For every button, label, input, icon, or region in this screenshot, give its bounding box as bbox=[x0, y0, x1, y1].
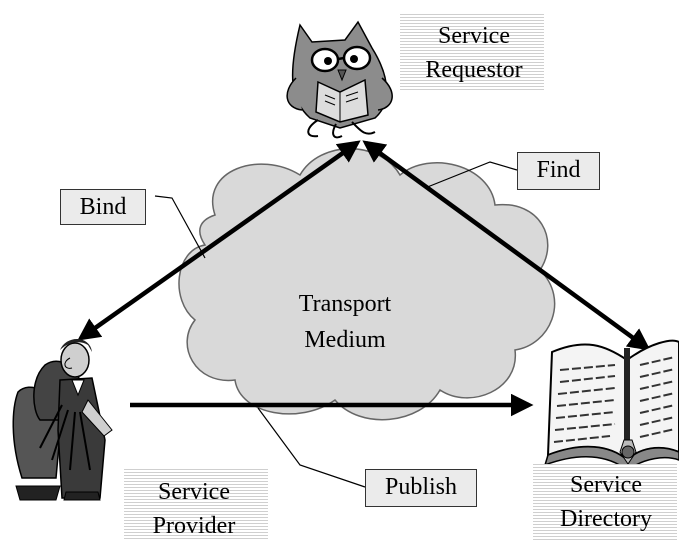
transport-medium-label: Transport Medium bbox=[270, 290, 420, 354]
owl-reading-book-icon bbox=[286, 20, 393, 139]
service-provider-label: Service Provider bbox=[124, 478, 264, 540]
butler-with-coats-icon bbox=[12, 338, 113, 501]
requestor-label-shade bbox=[400, 14, 544, 90]
requestor-label-line1: Service bbox=[438, 23, 510, 49]
directory-label-line2: Directory bbox=[560, 506, 652, 532]
transport-medium-cloud bbox=[178, 148, 556, 421]
service-directory-label: Service Directory bbox=[535, 471, 677, 533]
find-callout: Find bbox=[517, 152, 600, 190]
find-arrow bbox=[362, 140, 651, 351]
provider-label-line2: Provider bbox=[152, 513, 236, 539]
publish-callout: Publish bbox=[365, 469, 477, 507]
service-requestor-label: Service Requestor bbox=[404, 22, 544, 84]
bind-callout: Bind bbox=[60, 189, 146, 225]
medium-label-line1: Transport bbox=[298, 291, 392, 317]
publish-leader-line bbox=[257, 407, 366, 488]
bind-arrow bbox=[77, 140, 361, 341]
provider-label-shade bbox=[124, 469, 268, 539]
requestor-label-line2: Requestor bbox=[425, 57, 523, 83]
directory-label-shade bbox=[533, 464, 677, 540]
medium-label-line2: Medium bbox=[304, 327, 386, 353]
provider-label-line1: Service bbox=[158, 479, 230, 505]
open-book-icon bbox=[543, 339, 679, 471]
directory-label-line1: Service bbox=[570, 472, 642, 498]
